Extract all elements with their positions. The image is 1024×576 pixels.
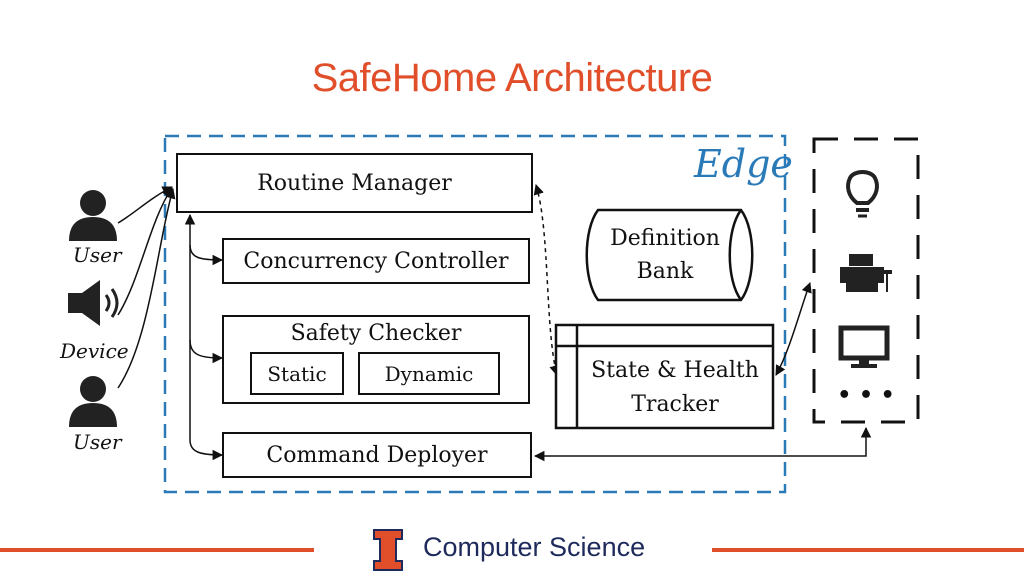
arrow-routine-to-safety [189, 245, 224, 364]
definition-bank-shape [585, 208, 754, 302]
definition-bank-label: Definition Bank [590, 222, 740, 288]
device-boundary [812, 137, 920, 424]
printer-icon [840, 254, 892, 292]
state-tracker-shape [554, 323, 775, 430]
lightbulb-icon [846, 170, 879, 218]
concurrency-controller-box: Concurrency Controller [222, 238, 530, 284]
state-tracker-label: State & Health Tracker [577, 354, 773, 422]
arrow-routine-to-deployer [189, 340, 224, 461]
arrow-user-bottom-to-routine [117, 187, 176, 389]
state-tracker-line1: State & Health [591, 358, 759, 383]
edge-label: Edge [694, 142, 793, 186]
routine-manager-label: Routine Manager [257, 170, 452, 196]
state-tracker-line2: Tracker [631, 392, 719, 417]
speaker-icon [68, 280, 119, 326]
device-label: Device [60, 339, 129, 363]
static-label: Static [267, 361, 327, 386]
dynamic-label: Dynamic [384, 361, 474, 386]
command-deployer-box: Command Deployer [222, 432, 532, 478]
dynamic-box: Dynamic [358, 352, 500, 395]
arrow-tracker-to-devices [775, 282, 812, 376]
definition-bank-line1: Definition [610, 226, 720, 251]
arrow-routine-to-concurrency [184, 213, 224, 266]
definition-bank-line2: Bank [636, 259, 694, 284]
page-title: SafeHome Architecture [311, 56, 713, 100]
arrow-device-to-routine [117, 187, 173, 316]
footer-line-left [0, 548, 314, 552]
user-bottom-label: User [73, 430, 122, 454]
arrow-routine-to-tracker [533, 183, 560, 377]
command-deployer-label: Command Deployer [266, 442, 488, 468]
more-devices-label: • • • [837, 383, 895, 408]
person-icon [69, 376, 117, 427]
university-logo-icon [373, 529, 403, 571]
arrow-deployer-to-devices [533, 426, 872, 462]
footer-line-right [712, 548, 1024, 552]
person-icon [69, 190, 117, 241]
user-top-label: User [73, 243, 122, 267]
safety-checker-label: Safety Checker [290, 321, 462, 346]
routine-manager-box: Routine Manager [176, 153, 533, 213]
footer-text: Computer Science [423, 532, 646, 562]
concurrency-controller-label: Concurrency Controller [243, 248, 509, 274]
static-box: Static [250, 352, 344, 395]
monitor-icon [838, 325, 890, 368]
